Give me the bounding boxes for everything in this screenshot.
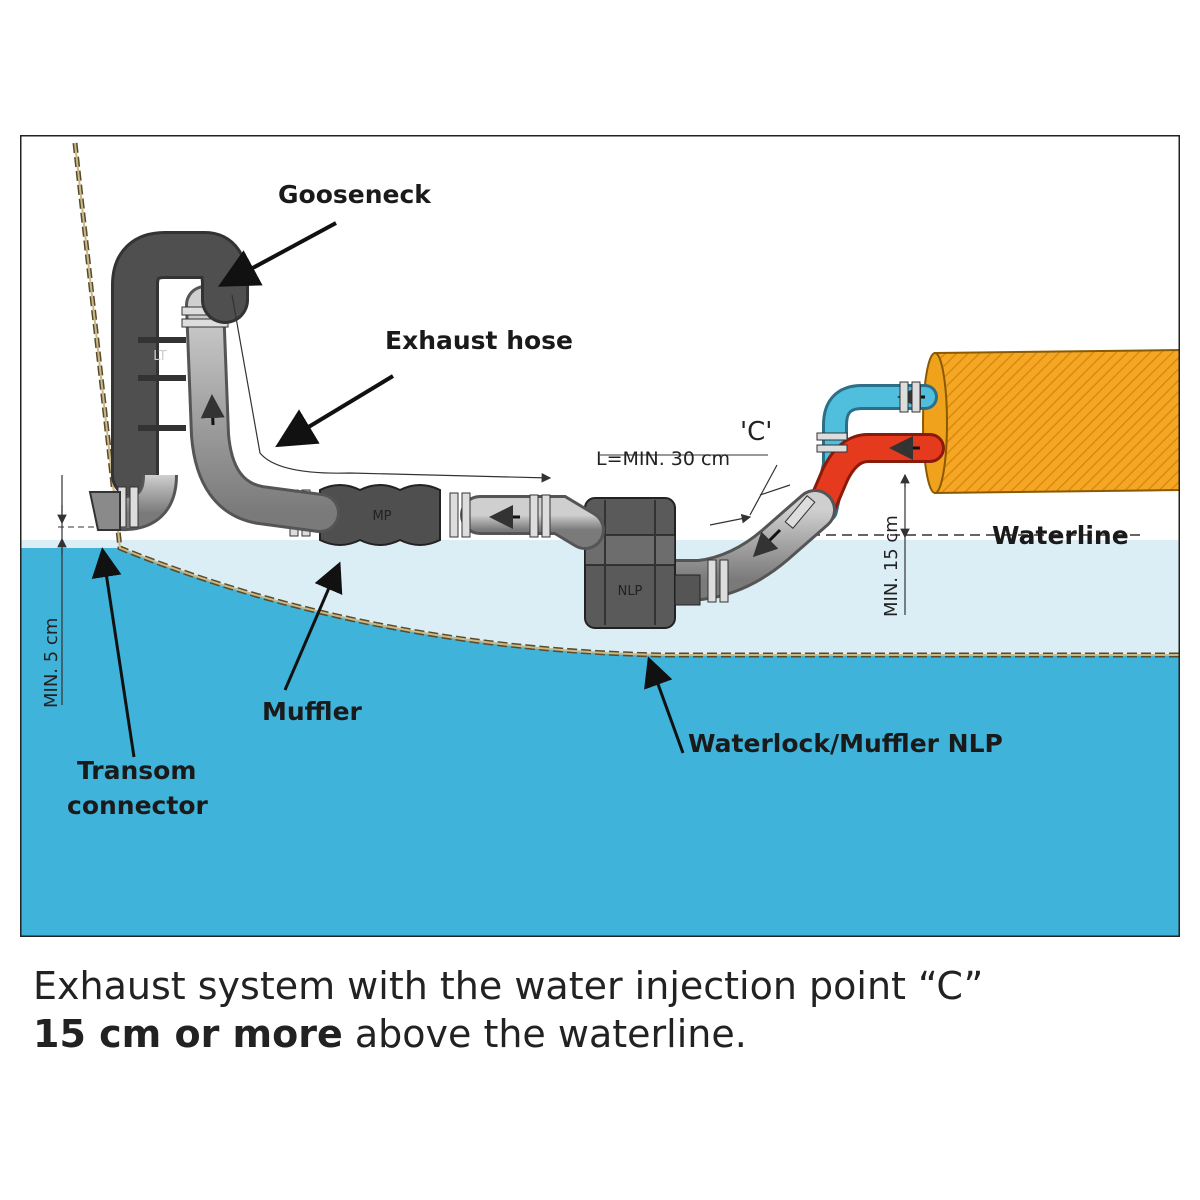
label-length-min: L=MIN. 30 cm bbox=[596, 448, 730, 470]
label-waterline: Waterline bbox=[992, 521, 1129, 550]
lt-mark: LT bbox=[153, 349, 166, 364]
label-exhaust-hose: Exhaust hose bbox=[385, 326, 573, 355]
nlp-mark: NLP bbox=[618, 584, 643, 599]
muffler-mp: MP bbox=[319, 484, 441, 546]
label-height-min: MIN. 15 cm bbox=[881, 515, 902, 617]
label-transom-line1: Transom bbox=[77, 756, 196, 785]
label-transom-min: MIN. 5 cm bbox=[41, 618, 62, 708]
engine bbox=[922, 348, 1180, 495]
waterlock-nlp: NLP bbox=[584, 497, 701, 629]
caption: Exhaust system with the water injection … bbox=[33, 962, 1173, 1058]
caption-rest: above the waterline. bbox=[342, 1012, 747, 1056]
label-waterlock: Waterlock/Muffler NLP bbox=[688, 729, 1003, 758]
deep-water bbox=[20, 548, 1180, 937]
exhaust-diagram: NLP MP LT bbox=[20, 135, 1180, 937]
label-transom-line2: connector bbox=[67, 791, 208, 820]
caption-bold: 15 cm or more bbox=[33, 1012, 343, 1056]
caption-line2: 15 cm or more above the waterline. bbox=[33, 1010, 1173, 1058]
mp-mark: MP bbox=[372, 509, 391, 524]
label-injection-point: 'C' bbox=[740, 417, 772, 447]
caption-line1: Exhaust system with the water injection … bbox=[33, 964, 984, 1008]
transom-connector bbox=[88, 491, 121, 531]
label-gooseneck: Gooseneck bbox=[278, 180, 432, 209]
label-muffler: Muffler bbox=[262, 697, 363, 726]
